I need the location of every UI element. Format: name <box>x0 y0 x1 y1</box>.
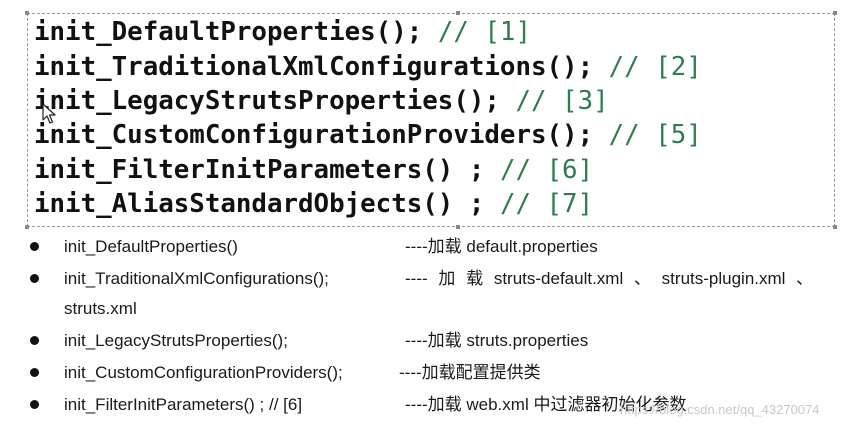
function-description: ----加载配置提供类 <box>399 363 541 382</box>
bullet-icon <box>30 336 39 345</box>
code-line-1: init_DefaultProperties(); // [1] <box>34 15 531 49</box>
resize-handle-top-left[interactable] <box>25 11 29 15</box>
function-name: init_CustomConfigurationProviders(); <box>64 363 343 382</box>
watermark: https://blog.csdn.net/qq_43270074 <box>620 402 820 417</box>
code-text: init_TraditionalXmlConfigurations(); <box>34 52 594 82</box>
code-text: init_DefaultProperties(); <box>34 17 423 47</box>
code-snippet-box: init_DefaultProperties(); // [1] init_Tr… <box>25 11 837 229</box>
code-text: init_FilterInitParameters() ; <box>34 155 485 185</box>
resize-handle-top-right[interactable] <box>833 11 837 15</box>
code-line-6: init_AliasStandardObjects() ; // [7] <box>34 187 593 221</box>
function-name: init_DefaultProperties() <box>64 237 238 256</box>
function-description: ----加载 default.properties <box>405 237 598 256</box>
function-name: init_TraditionalXmlConfigurations(); <box>64 269 329 288</box>
code-comment: // [6] <box>499 155 594 185</box>
function-description: ----加载 web.xml 中过滤器初始化参数 <box>405 395 687 414</box>
code-line-2: init_TraditionalXmlConfigurations(); // … <box>34 50 702 84</box>
bullet-icon <box>30 242 39 251</box>
function-name: init_LegacyStrutsProperties(); <box>64 331 288 350</box>
code-comment: // [2] <box>608 52 702 82</box>
function-description: ----加载 struts.properties <box>405 331 589 350</box>
bullet-icon <box>30 274 39 283</box>
code-comment: // [5] <box>608 120 702 150</box>
code-line-5: init_FilterInitParameters() ; // [6] <box>34 153 593 187</box>
list-item: init_LegacyStrutsProperties(); ----加载 st… <box>0 330 854 360</box>
resize-handle-bottom-middle[interactable] <box>456 225 460 229</box>
code-text: init_CustomConfigurationProviders(); <box>34 120 594 150</box>
code-text: init_AliasStandardObjects() ; <box>34 189 485 219</box>
function-description: ---- 加 载 struts-default.xml 、 struts-plu… <box>405 269 814 288</box>
mouse-cursor-icon <box>42 103 56 124</box>
list-item: init_CustomConfigurationProviders(); ---… <box>0 362 854 392</box>
code-line-3: init_LegacyStrutsProperties(); // [3] <box>34 84 609 118</box>
resize-handle-top-middle[interactable] <box>456 11 460 15</box>
code-line-4: init_CustomConfigurationProviders(); // … <box>34 118 702 152</box>
list-item: init_DefaultProperties() ----加载 default.… <box>0 236 854 266</box>
resize-handle-bottom-left[interactable] <box>25 225 29 229</box>
resize-handle-bottom-right[interactable] <box>833 225 837 229</box>
bullet-icon <box>30 368 39 377</box>
bullet-icon <box>30 400 39 409</box>
function-description-continuation: struts.xml <box>64 299 137 318</box>
function-name: init_FilterInitParameters() ; // [6] <box>64 395 303 414</box>
code-comment: // [1] <box>437 17 531 47</box>
code-text: init_LegacyStrutsProperties(); <box>34 86 500 116</box>
code-comment: // [7] <box>499 189 594 219</box>
list-item: init_FilterInitParameters() ; // [6] ---… <box>0 394 854 424</box>
list-item: init_TraditionalXmlConfigurations(); ---… <box>0 268 854 328</box>
code-comment: // [3] <box>515 86 609 116</box>
